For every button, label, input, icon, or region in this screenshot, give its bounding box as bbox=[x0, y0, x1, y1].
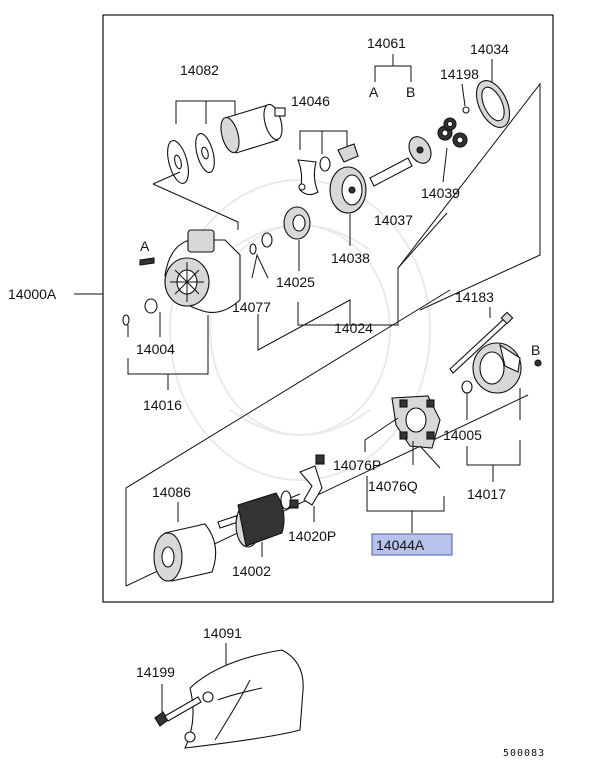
mark-A: A bbox=[140, 238, 150, 254]
label-14017: 14017 bbox=[467, 486, 506, 502]
bearing-14005 bbox=[461, 380, 473, 394]
yoke-14086 bbox=[153, 523, 217, 582]
planetary-gears bbox=[437, 117, 468, 148]
lever-spring bbox=[337, 143, 359, 163]
label-14199: 14199 bbox=[136, 664, 175, 680]
rear-bracket bbox=[472, 342, 522, 394]
label-14044A-highlight bbox=[371, 533, 453, 556]
gear-ring-14034 bbox=[475, 80, 511, 128]
label-14005: 14005 bbox=[443, 427, 482, 443]
label-14183: 14183 bbox=[455, 289, 494, 305]
solenoid-switch bbox=[220, 103, 286, 154]
label-14039: 14039 bbox=[421, 185, 460, 201]
bolt-14199 bbox=[154, 696, 202, 727]
bush-14004 bbox=[122, 298, 158, 326]
diagram-code: 500083 bbox=[503, 748, 545, 759]
label-14076Q: 14076Q bbox=[368, 478, 418, 494]
bolt-A bbox=[139, 257, 155, 266]
front-housing-14016 bbox=[164, 229, 241, 313]
pinion-shaft bbox=[369, 136, 432, 187]
mark-B: B bbox=[531, 342, 540, 358]
stop-ring bbox=[261, 232, 273, 248]
label-14046: 14046 bbox=[291, 93, 330, 109]
label-14000A: 14000A bbox=[8, 286, 57, 302]
diagram-frame bbox=[102, 14, 554, 603]
ball-14198 bbox=[462, 106, 470, 114]
label-14076P: 14076P bbox=[333, 457, 381, 473]
label-14002: 14002 bbox=[232, 563, 271, 579]
screw-B bbox=[534, 359, 542, 367]
solenoid-washer-1 bbox=[167, 140, 189, 184]
label-14082: 14082 bbox=[180, 62, 219, 78]
label-14198: 14198 bbox=[440, 66, 479, 82]
label-14016: 14016 bbox=[143, 397, 182, 413]
label-14025: 14025 bbox=[276, 274, 315, 290]
overrunning-clutch bbox=[329, 166, 367, 214]
armature-14002 bbox=[217, 490, 301, 548]
label-14024: 14024 bbox=[334, 320, 373, 336]
heat-shield-14091 bbox=[184, 649, 304, 749]
shift-lever bbox=[297, 159, 319, 196]
label-14004: 14004 bbox=[136, 341, 175, 357]
brush-holder bbox=[391, 395, 441, 449]
label-14061-a: A bbox=[369, 84, 379, 100]
label-14061: 14061 bbox=[367, 35, 406, 51]
solenoid-washer-2 bbox=[195, 133, 215, 173]
label-14091: 14091 bbox=[203, 625, 242, 641]
label-14037: 14037 bbox=[374, 212, 413, 228]
label-14086: 14086 bbox=[152, 484, 191, 500]
label-14038: 14038 bbox=[331, 250, 370, 266]
label-14044A[interactable]: 14044A bbox=[376, 537, 425, 553]
lever-ring bbox=[319, 156, 331, 172]
snap-ring bbox=[249, 243, 257, 255]
pinion-gear bbox=[283, 206, 311, 240]
label-14061-b: B bbox=[406, 84, 415, 100]
label-14034: 14034 bbox=[470, 41, 509, 57]
lead-wire-14020P bbox=[289, 454, 325, 509]
label-14020P: 14020P bbox=[288, 528, 336, 544]
label-14077: 14077 bbox=[232, 299, 271, 315]
